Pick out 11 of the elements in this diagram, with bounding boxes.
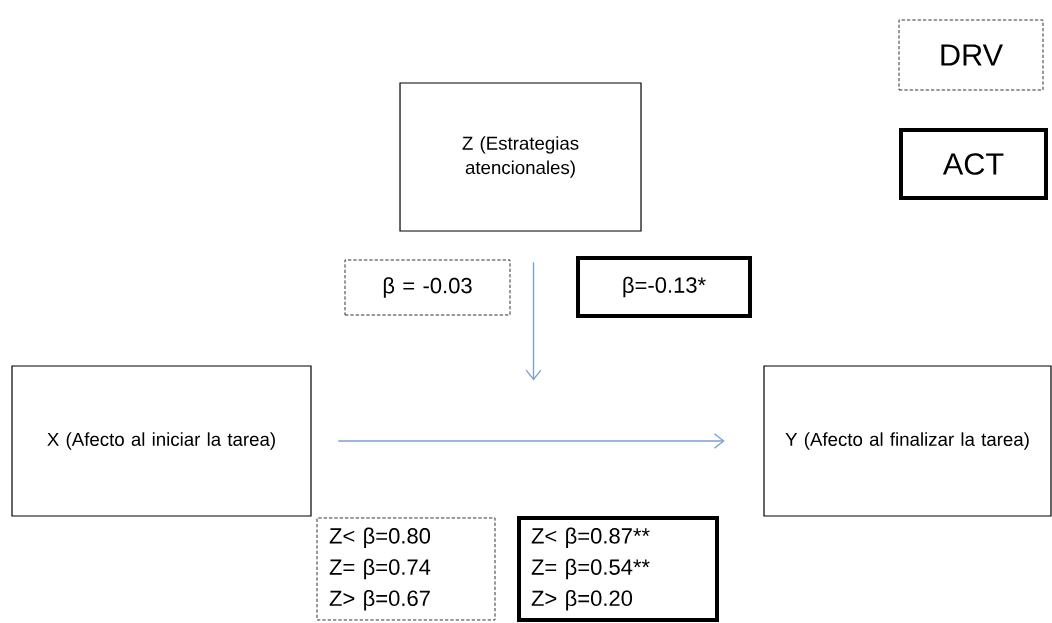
coefficient-box: β=-0.13* <box>576 256 752 318</box>
coefficient-box: Z< β=0.87** Z= β=0.54** Z> β=0.20 <box>517 516 719 622</box>
arrow <box>525 261 542 381</box>
coefficient-box: Z< β=0.80 Z= β=0.74 Z> β=0.67 <box>316 517 496 621</box>
variable-box: Z (Estrategias atencionales) <box>399 82 642 232</box>
variable-box: Y (Afecto al finalizar la tarea) <box>763 365 1052 517</box>
arrow <box>337 433 725 449</box>
coefficient-box: β = -0.03 <box>344 259 511 316</box>
variable-box: X (Afecto al iniciar la tarea) <box>11 365 312 517</box>
legend-box: ACT <box>899 127 1048 200</box>
legend-box: DRV <box>898 19 1044 91</box>
